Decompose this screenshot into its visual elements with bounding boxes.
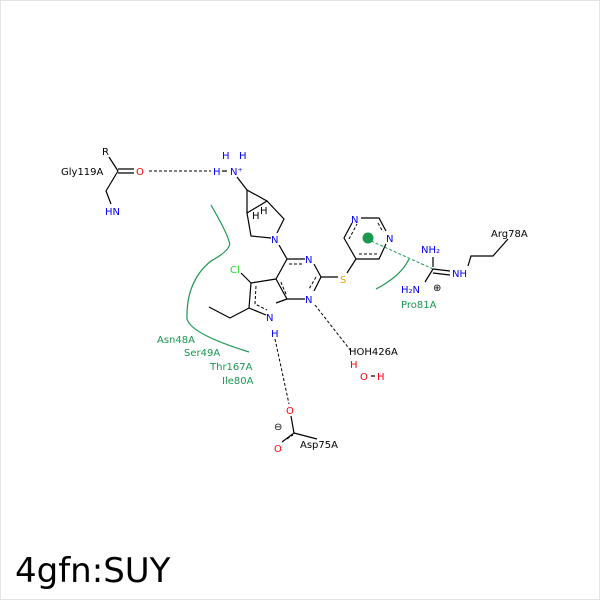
atom-n: N — [386, 234, 393, 245]
label-asn48a: Asn48A — [157, 335, 195, 346]
atom-h2n: H₂N — [401, 285, 420, 296]
residue-asp75a: O O ⊖ Asp75A — [274, 406, 338, 455]
atom-o-gly: O — [136, 167, 144, 178]
label-gly119a: Gly119A — [61, 167, 104, 178]
atom-o-asp: O — [274, 444, 282, 455]
aromatic-ring-center — [362, 232, 374, 244]
atom-o-asp: O — [286, 406, 294, 417]
label-thr167a: Thr167A — [209, 362, 253, 373]
hydrophobic-contact-pro81a — [375, 258, 410, 290]
label-ser49a: Ser49A — [184, 348, 220, 359]
atom-h: H — [252, 211, 260, 222]
atom-n: N — [305, 295, 312, 306]
atom-h-water: H — [350, 360, 358, 371]
hydrophobic-contact-arc — [186, 204, 250, 353]
atom-h: H — [213, 167, 221, 178]
atom-n: N — [305, 255, 312, 266]
label-ile80a: Ile80A — [222, 376, 254, 387]
atom-h: H — [260, 206, 268, 217]
atom-n: N — [351, 215, 358, 226]
atom-n: N — [271, 235, 278, 246]
residue-arg78a: NH₂ H₂N NH ⊕ Arg78A — [401, 229, 528, 296]
atom-hn-gly: HN — [105, 207, 120, 218]
diagram-title: 4gfn:SUY — [15, 551, 171, 591]
atom-nplus: N⁺ — [230, 167, 243, 178]
hbond-water — [314, 304, 352, 352]
atom-o-water: O — [360, 372, 368, 383]
positive-charge: ⊕ — [433, 283, 441, 294]
hbond-asp — [274, 338, 290, 405]
cation-pi-interaction — [370, 240, 434, 270]
atom-r: R — [102, 147, 109, 158]
atom-s: S — [340, 275, 346, 286]
residue-gly119a: Gly119A R O HN — [61, 147, 144, 218]
atom-nh: NH — [452, 269, 467, 280]
atom-h: H — [222, 151, 230, 162]
atom-h-water: H — [377, 372, 385, 383]
negative-charge: ⊖ — [274, 422, 282, 433]
label-arg78a: Arg78A — [491, 229, 528, 240]
atom-h: H — [271, 329, 279, 340]
label-pro81a: Pro81A — [401, 300, 437, 311]
label-asp75a: Asp75A — [300, 440, 338, 451]
atom-cl: Cl — [230, 265, 240, 276]
atom-nh2: NH₂ — [421, 245, 440, 256]
atom-h: H — [239, 151, 247, 162]
label-hoh426a: HOH426A — [349, 347, 398, 358]
atom-n: N — [266, 313, 273, 324]
